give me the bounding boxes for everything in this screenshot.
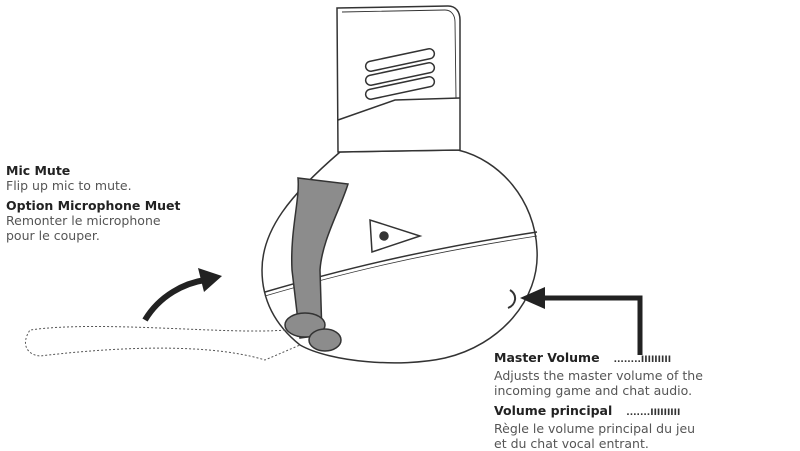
volume-bars-icon: ........IIIIIIIII — [613, 355, 672, 365]
mic-mute-desc: Flip up mic to mute. — [6, 178, 132, 193]
master-volume-desc-1: Adjusts the master volume of the — [494, 368, 703, 383]
headband-lower — [337, 97, 461, 121]
volume-knob — [507, 289, 516, 309]
vent-slot — [364, 48, 436, 72]
flip-up-arrow — [142, 277, 206, 322]
master-volume-title-fr: Volume principal — [494, 403, 613, 418]
mic-mute-title-fr: Option Microphone Muet — [6, 198, 181, 213]
master-volume-desc-fr-1: Règle le volume principal du jeu — [494, 421, 696, 436]
master-volume-desc-fr-2: et du chat vocal entrant. — [494, 436, 649, 451]
master-volume-callout: Master Volume ........IIIIIIIII Adjusts t… — [494, 350, 703, 451]
mic-mute-desc-fr-1: Remonter le microphone — [6, 213, 161, 228]
mic-mute-title: Mic Mute — [6, 163, 71, 178]
volume-arrow — [540, 295, 643, 355]
master-volume-title: Master Volume — [494, 350, 600, 365]
vent-slot — [364, 62, 436, 86]
volume-bars-icon-fr: .......IIIIIIIII — [626, 408, 681, 418]
mic-mute-desc-fr-2: pour le couper. — [6, 228, 100, 243]
vent-slot — [364, 76, 436, 100]
mic-lowered-outline — [25, 326, 301, 361]
master-volume-desc-2: incoming game and chat audio. — [494, 383, 693, 398]
mic-mute-callout: Mic Mute Flip up mic to mute. Option Mic… — [6, 163, 181, 243]
laser-warning-icon — [369, 218, 423, 254]
